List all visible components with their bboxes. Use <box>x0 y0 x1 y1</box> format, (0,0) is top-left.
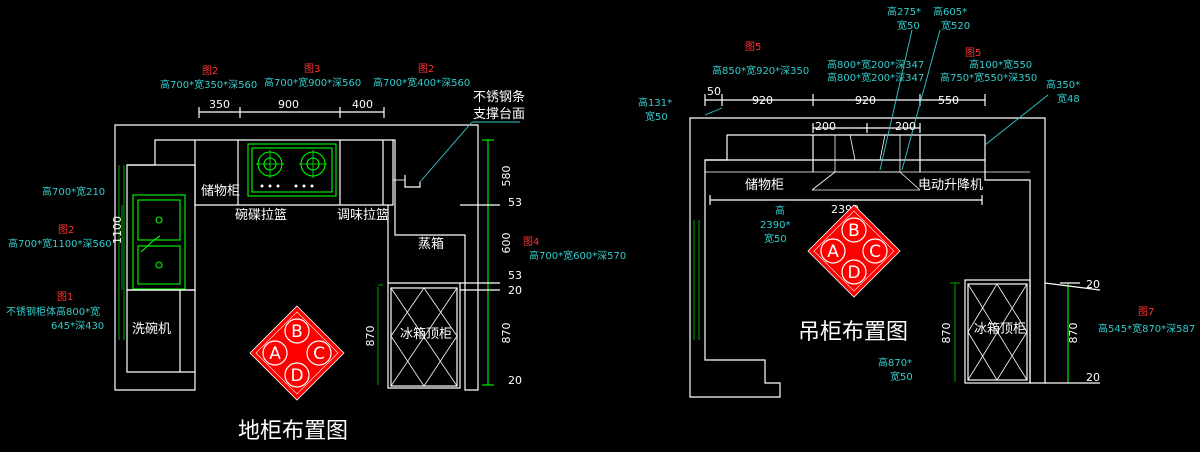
label-lift: 电动升降机 <box>918 178 983 193</box>
compass-badge-right: B A C D <box>807 204 901 298</box>
ref-spec-f1: 不锈钢柜体高800*宽 <box>6 305 100 318</box>
ref-spec-b: 高700*宽900*深560 <box>264 76 361 89</box>
ref-fig4: 图4 <box>523 236 539 248</box>
dim-20d: 20 <box>1086 371 1100 384</box>
ref-fig6-a: 图5 <box>745 41 761 53</box>
ref-fig3: 图3 <box>304 63 320 75</box>
title-floor-plan: 地柜布置图 <box>238 419 348 444</box>
label-dishwasher: 洗碗机 <box>132 321 171 337</box>
svg-text:C: C <box>869 242 881 262</box>
svg-text:B: B <box>291 322 303 342</box>
dim-600: 600 <box>500 233 513 254</box>
ref-spec-r7b: 宽48 <box>1057 92 1080 105</box>
ref-spec-r9b: 宽50 <box>890 370 913 383</box>
dim-20c: 20 <box>1086 278 1100 291</box>
ref-spec-r8a: 高 <box>775 204 785 217</box>
ref-spec-r6a: 高100*宽550 <box>969 58 1032 71</box>
support-leader <box>419 121 473 183</box>
floor-cabinet-plan: 储物柜 碗碟拉篮 调味拉篮 蒸箱 冰箱顶柜 洗碗机 不锈钢条 支撑台面 350 … <box>6 63 626 444</box>
ref-spec-r1: 高850*宽920*深350 <box>712 64 809 77</box>
dim-350: 350 <box>209 98 230 111</box>
svg-text:D: D <box>290 366 303 386</box>
ref-spec-a: 高700*宽350*深560 <box>160 78 257 91</box>
ref-spec-r2a: 高131* <box>638 96 672 109</box>
ref-spec-r10: 高545*宽870*深587 <box>1098 322 1195 335</box>
dim-920b: 920 <box>855 94 876 107</box>
ref-spec-r3b: 宽50 <box>897 19 920 32</box>
label-seasoning-basket: 调味拉篮 <box>337 208 389 223</box>
dim-53a: 53 <box>508 196 522 209</box>
ref-fig1: 图1 <box>57 291 73 303</box>
ref-spec-r7a: 高350* <box>1046 78 1080 91</box>
ref-fig2-c: 图2 <box>58 224 74 236</box>
svg-text:C: C <box>313 344 325 364</box>
gas-stove <box>251 147 333 193</box>
ref-spec-d: 高700*宽210 <box>42 185 105 198</box>
dim-870c: 870 <box>1067 323 1080 344</box>
ref-fig6-b: 图5 <box>965 47 981 59</box>
sink <box>132 194 186 290</box>
ref-spec-r4a: 高605* <box>933 5 967 18</box>
ref-spec-r3a: 高275* <box>887 5 921 18</box>
dim-20b: 20 <box>508 374 522 387</box>
dim-870-right: 870 <box>940 323 953 344</box>
title-wall-plan: 吊柜布置图 <box>798 320 908 345</box>
label-storage-right: 储物柜 <box>745 178 784 193</box>
ref-fig2-a: 图2 <box>202 65 218 77</box>
dim-870b: 870 <box>364 326 377 347</box>
dim-1100: 1100 <box>111 216 124 244</box>
ref-fig7: 图7 <box>1138 306 1154 318</box>
dim-550: 550 <box>938 94 959 107</box>
label-support-2: 支撑台面 <box>473 107 525 122</box>
ref-spec-f2: 645*深430 <box>51 320 104 332</box>
ref-fig2-b: 图2 <box>418 63 434 75</box>
ref-spec-r6b: 高750*宽550*深350 <box>940 71 1037 84</box>
svg-text:A: A <box>827 242 839 262</box>
ref-spec-r9a: 高870* <box>878 356 912 369</box>
label-steamer: 蒸箱 <box>418 236 444 252</box>
dim-53b: 53 <box>508 269 522 282</box>
label-support-1: 不锈钢条 <box>473 89 525 105</box>
outer-wall <box>114 124 479 391</box>
dim-920a: 920 <box>752 94 773 107</box>
label-fridge-top-right: 冰箱顶柜 <box>974 321 1026 337</box>
ref-spec-g: 高700*宽600*深570 <box>529 249 626 262</box>
dim-20a: 20 <box>508 284 522 297</box>
ref-spec-r4b: 宽520 <box>941 19 970 32</box>
ref-spec-r5a: 高800*宽200*深347 <box>827 58 924 71</box>
range-hood <box>834 134 901 173</box>
ref-spec-r8c: 宽50 <box>764 232 787 245</box>
dim-200a: 200 <box>815 120 836 133</box>
svg-text:A: A <box>269 344 281 364</box>
dim-50: 50 <box>707 85 721 98</box>
ref-spec-r2b: 宽50 <box>645 110 668 123</box>
ref-spec-c: 高700*宽400*深560 <box>373 76 470 89</box>
ref-spec-e: 高700*宽1100*深560 <box>8 237 112 250</box>
ref-spec-r5b: 高800*宽200*深347 <box>827 71 924 84</box>
label-storage: 储物柜 <box>201 184 240 199</box>
dim-900: 900 <box>278 98 299 111</box>
svg-text:D: D <box>847 263 860 283</box>
label-fridge-top: 冰箱顶柜 <box>400 326 452 342</box>
dim-400: 400 <box>352 98 373 111</box>
dim-580: 580 <box>500 166 513 187</box>
ref-spec-r8b: 2390* <box>760 220 790 231</box>
compass-badge-left: B A C D <box>249 305 345 401</box>
label-dish-basket: 碗碟拉篮 <box>235 207 287 223</box>
dim-200b: 200 <box>895 120 916 133</box>
svg-text:B: B <box>848 221 860 241</box>
wall-cabinet-plan: 储物柜 电动升降机 冰箱顶柜 50 920 920 550 200 200 23… <box>638 5 1195 398</box>
dim-870a: 870 <box>500 323 513 344</box>
